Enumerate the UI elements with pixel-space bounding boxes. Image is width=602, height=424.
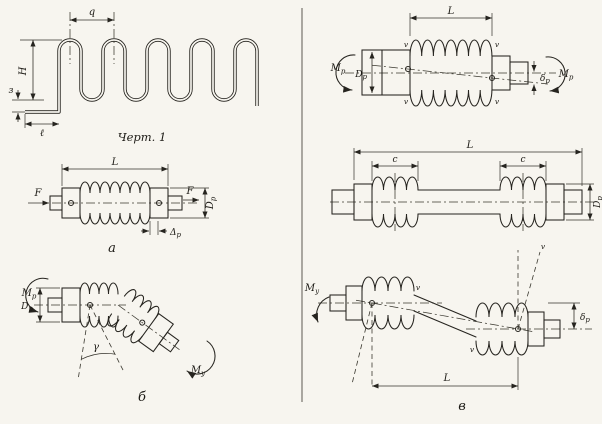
- dim-label-Dp: Dp: [20, 302, 33, 313]
- dim-label-q: q: [89, 7, 95, 18]
- left-collar: [61, 187, 81, 219]
- bent-half: [107, 289, 180, 353]
- weld-mark-3: v: [541, 242, 546, 251]
- ext-lines-Dp: [566, 183, 594, 221]
- dim-label-L: L: [466, 140, 474, 151]
- crest-centerlines: [69, 12, 115, 64]
- figure-angular-bend: Mp Mу γ Dp б: [20, 277, 216, 405]
- dim-label-Dp: Dp: [205, 196, 218, 210]
- dim-label-Dp: Dp: [354, 70, 367, 81]
- ext-lines-Dp: [170, 187, 209, 219]
- hinge-point-right: [155, 199, 163, 207]
- figure-profile: q H з ℓ Черт. 1: [9, 7, 259, 144]
- subfigure-label-v: в: [458, 399, 466, 414]
- hinge-point-left: [404, 65, 412, 73]
- left-collar: [353, 183, 373, 221]
- left-collar: [345, 285, 363, 321]
- dim-label-delta: Δp: [169, 228, 182, 239]
- connector-tube: [413, 294, 477, 338]
- left-flange: [361, 49, 411, 96]
- right-stub: [563, 189, 583, 215]
- bellows-top: [409, 39, 493, 57]
- ext-lines-L: [409, 13, 493, 36]
- right-bellows-bottom: [475, 340, 529, 356]
- force-label-right: F: [186, 186, 195, 197]
- right-stub: [167, 195, 183, 211]
- ext-lines-L: [353, 148, 583, 186]
- right-bellows-top: [475, 302, 529, 318]
- figure-lateral-offset: Mу δp L v v v в: [304, 242, 592, 414]
- dim-label-Dp: Dp: [593, 196, 602, 209]
- moment-label-My: Mу: [304, 283, 320, 296]
- moment-arrow-left: [25, 277, 49, 313]
- dim-label-c-right: c: [520, 155, 525, 165]
- moment-arrow-My: [311, 296, 330, 323]
- subfigure-label-b: б: [138, 390, 146, 405]
- moment-label-left: Mp: [330, 63, 346, 76]
- hinge-point-left: [67, 199, 75, 207]
- moment-label-right: Mу: [190, 365, 206, 378]
- dim-label-H: H: [18, 66, 29, 76]
- figure-moment-bending: L Dp δp Mp Mp v v v v: [330, 6, 574, 107]
- left-bellows-top: [371, 176, 419, 191]
- bellows-bottom-bent: [107, 313, 143, 344]
- dim-label-L: L: [447, 6, 455, 17]
- construction-lines-left: [351, 302, 373, 386]
- left-bellows-top: [361, 276, 415, 292]
- left-bellows-bottom: [371, 213, 419, 228]
- subfigure-label-a: а: [108, 241, 116, 256]
- construction-lines-right: [517, 250, 541, 330]
- middle-tube: [417, 189, 501, 215]
- bellows-center-marks: [394, 173, 524, 231]
- weld-mark-3: v: [495, 40, 500, 49]
- dim-label-delta: δp: [580, 313, 590, 324]
- dim-label-l: ℓ: [40, 128, 44, 139]
- profile-outline-core: [25, 39, 258, 113]
- tilted-axis: [355, 299, 535, 333]
- weld-mark-1: v: [416, 283, 421, 292]
- moment-arrow-right: [186, 340, 216, 379]
- weld-mark-2: v: [404, 97, 409, 106]
- weld-mark-1: v: [404, 40, 409, 49]
- angle-arc: [81, 353, 115, 360]
- left-collar: [61, 287, 81, 323]
- weld-mark-2: v: [470, 345, 475, 354]
- moment-label-right: Mp: [558, 69, 574, 82]
- ext-line-bottom: [12, 99, 44, 113]
- angle-label-gamma: γ: [93, 342, 99, 353]
- moment-arrow-right: [545, 56, 566, 94]
- figure-double-bellows: c c L Dp: [330, 140, 602, 231]
- dim-label-c-left: c: [392, 155, 397, 165]
- dim-label-L: L: [111, 157, 119, 168]
- tilted-axis: [371, 64, 549, 85]
- right-stub: [543, 319, 561, 339]
- ext-lines-c: [371, 161, 547, 181]
- bent-centerline: [117, 304, 180, 350]
- ext-lines-delta: [149, 221, 159, 235]
- dim-label-s: з: [9, 86, 14, 96]
- angle-construction-lines: [77, 304, 125, 381]
- force-label-left: F: [34, 188, 43, 199]
- weld-mark-4: v: [495, 97, 500, 106]
- dim-label-delta: δp: [540, 74, 550, 85]
- bellows-top: [79, 282, 119, 295]
- hinge-point-2: [139, 319, 146, 326]
- moment-arrow-left: [335, 54, 356, 93]
- figure-axial: L F F Dp Δp а: [28, 157, 218, 256]
- bellows-bottom: [79, 212, 151, 225]
- right-bellows-top: [499, 176, 547, 191]
- right-stub: [509, 61, 529, 85]
- bellows-bottom: [79, 315, 119, 328]
- bellows-bottom: [409, 89, 493, 107]
- right-bellows-bottom: [499, 213, 547, 228]
- bellows-top-bent: [123, 289, 160, 319]
- hinge-point-right: [488, 74, 496, 82]
- moment-label-left: Mp: [21, 288, 37, 301]
- bellows-top: [79, 181, 151, 194]
- figure-caption: Черт. 1: [118, 130, 167, 144]
- dim-label-L: L: [443, 373, 451, 384]
- ext-lines-L: [61, 164, 169, 186]
- left-bellows-bottom: [361, 314, 415, 330]
